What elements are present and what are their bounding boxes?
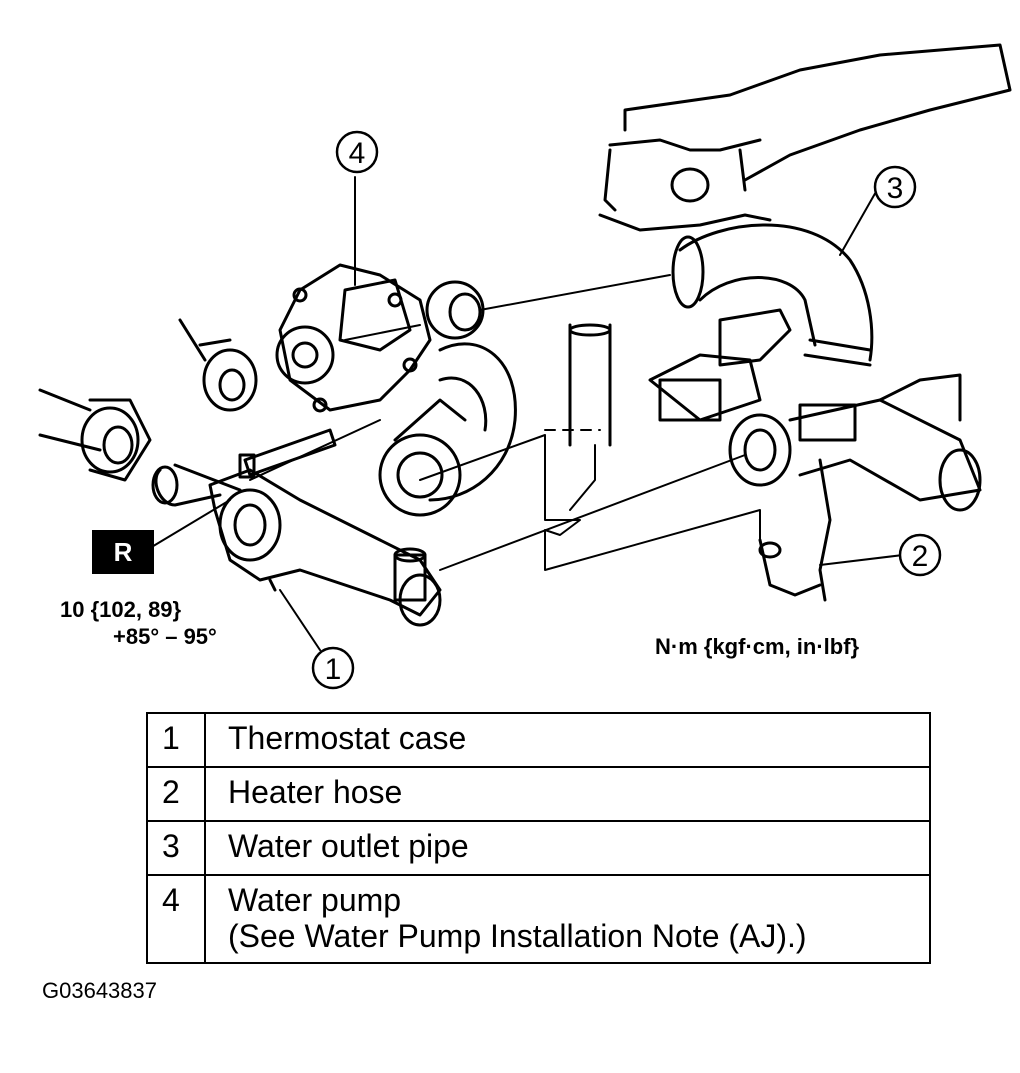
part-note-line: (See Water Pump Installation Note (AJ).) [228,918,807,954]
callout-4: 4 [335,130,379,174]
callout-leaders [149,176,904,651]
callout-2: 2 [898,533,942,577]
part-name: Thermostat case [204,712,931,768]
upper-left-hose-drawing [38,318,258,482]
water-outlet-pipe-drawing [671,223,874,367]
svg-text:4: 4 [349,137,366,170]
part-number: 2 [146,766,206,822]
bypass-pipe-drawing [568,323,612,447]
torque-units-label: N·m {kgf·cm, in·lbf} [655,634,860,659]
exploded-diagram: 1 2 3 4 [38,43,1012,690]
callout-3: 3 [873,165,917,209]
replace-badge: R [92,530,154,574]
engine-block-outline [598,43,1012,232]
water-pump-drawing [275,263,432,413]
table-row: 2 Heater hose [146,766,931,822]
torque-value: 10 {102, 89} [60,597,182,622]
part-name-line: Water pump [228,882,402,918]
heater-hose-drawing [758,458,832,602]
figure-id: G03643837 [42,978,157,1003]
part-number: 3 [146,820,206,876]
svg-text:3: 3 [887,172,904,205]
part-name: Heater hose [204,766,931,822]
table-row: 4 Water pump (See Water Pump Installatio… [146,874,931,964]
part-number: 1 [146,712,206,768]
bolt-drawing [238,428,337,479]
part-name: Water pump (See Water Pump Installation … [204,874,931,964]
table-row: 3 Water outlet pipe [146,820,931,876]
thermostat-case-drawing [151,463,442,627]
torque-angle: +85° – 95° [113,624,217,649]
assembly-lines [249,274,761,571]
outlet-housing-drawing [648,353,982,512]
callout-1: 1 [311,646,355,690]
svg-text:2: 2 [912,540,929,573]
part-number: 4 [146,874,206,964]
table-row: 1 Thermostat case [146,712,931,768]
part-name: Water outlet pipe [204,820,931,876]
svg-text:1: 1 [325,653,342,686]
center-hose-drawing [378,280,517,517]
parts-legend-table: 1 Thermostat case 2 Heater hose 3 Water … [146,712,931,964]
